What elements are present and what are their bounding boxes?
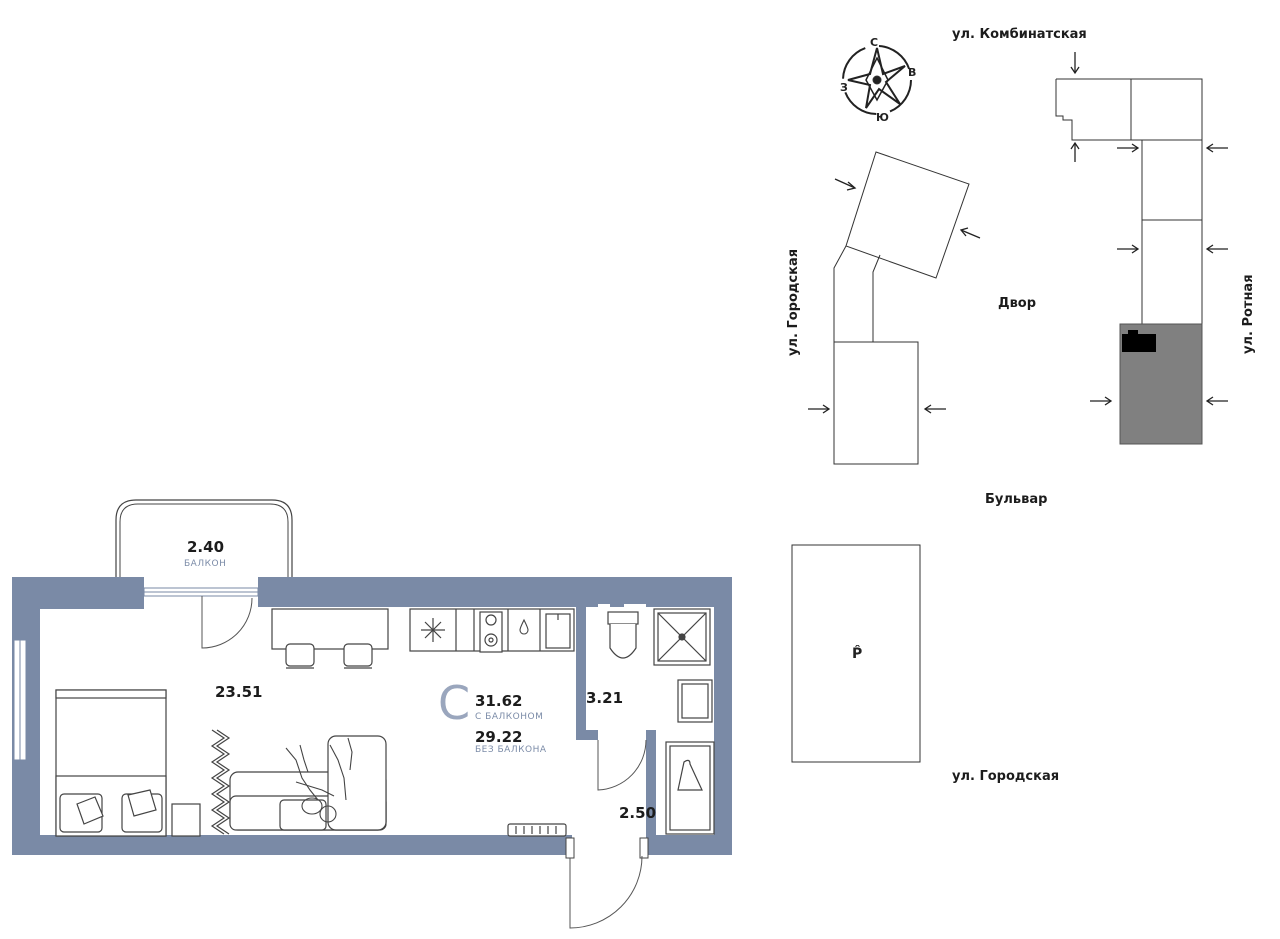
apartment-plan: 2.40 БАЛКОН 23.51 3.21 2.50 С 31.62 С БА… <box>12 499 732 929</box>
entrance-door-swing <box>569 855 643 929</box>
room-divider <box>210 729 226 835</box>
area-without-balcony-label: БЕЗ БАЛКОНА <box>475 745 547 755</box>
arrow-icon <box>808 404 831 414</box>
arrow-icon <box>923 404 946 414</box>
street-top-label: ул. Комбинатская <box>952 27 1087 42</box>
compass-rose <box>842 45 912 115</box>
bed <box>55 689 167 837</box>
apartment-type-letter: С <box>438 676 470 730</box>
building-left <box>833 151 970 465</box>
arrow-icon <box>959 227 981 239</box>
bathroom-door-swing <box>597 739 647 791</box>
dining-table <box>271 608 389 669</box>
boulevard-label: Бульвар <box>985 492 1047 507</box>
arrow-icon <box>1205 143 1228 153</box>
toilet <box>607 611 639 659</box>
courtyard-label: Двор <box>998 296 1036 311</box>
area-with-balcony-label: С БАЛКОНОМ <box>475 712 543 722</box>
bathroom-area: 3.21 <box>586 689 623 707</box>
building-right <box>1055 78 1203 445</box>
compass-east-label: В <box>908 66 916 79</box>
arrow-icon <box>1070 141 1080 162</box>
area-with-balcony: 31.62 <box>475 692 522 710</box>
main-room-area: 23.51 <box>215 683 262 701</box>
street-left-label: ул. Городская <box>786 249 801 356</box>
shower <box>653 608 711 666</box>
parking-lot <box>791 544 921 763</box>
compass-west-label: З <box>840 81 848 94</box>
highlight-marker <box>1122 334 1156 352</box>
arrow-icon <box>1117 143 1140 153</box>
street-bottom-label: ул. Городская <box>952 769 1059 784</box>
balcony-area: 2.40 <box>187 538 224 556</box>
parking-symbol: P̂ <box>852 645 862 662</box>
arrow-icon <box>1070 52 1080 75</box>
sofa <box>229 735 387 831</box>
balcony-outline <box>115 499 293 577</box>
site-plan: С В Ю З ул. Комбинатская ул. Городская у… <box>786 27 1256 784</box>
snowflake-icon <box>421 618 445 642</box>
wardrobe <box>665 741 715 835</box>
washing-machine <box>677 679 713 723</box>
compass-north-label: С <box>870 36 878 49</box>
arrow-icon <box>1117 244 1140 254</box>
area-without-balcony: 29.22 <box>475 728 522 746</box>
street-right-label: ул. Ротная <box>1241 274 1256 354</box>
nightstand <box>171 803 201 837</box>
arrow-icon <box>1205 396 1228 406</box>
arrow-icon <box>834 178 857 191</box>
arrow-icon <box>1205 244 1228 254</box>
compass-south-label: Ю <box>876 111 889 124</box>
balcony-label: БАЛКОН <box>184 559 226 569</box>
radiator <box>507 823 567 837</box>
water-drop-icon <box>519 618 529 635</box>
entrance-arrows <box>808 52 1228 414</box>
walls <box>12 577 732 855</box>
arrow-icon <box>1090 396 1113 406</box>
people-figure <box>285 737 353 823</box>
hallway-area: 2.50 <box>619 804 656 822</box>
balcony-door-swing <box>201 596 253 649</box>
